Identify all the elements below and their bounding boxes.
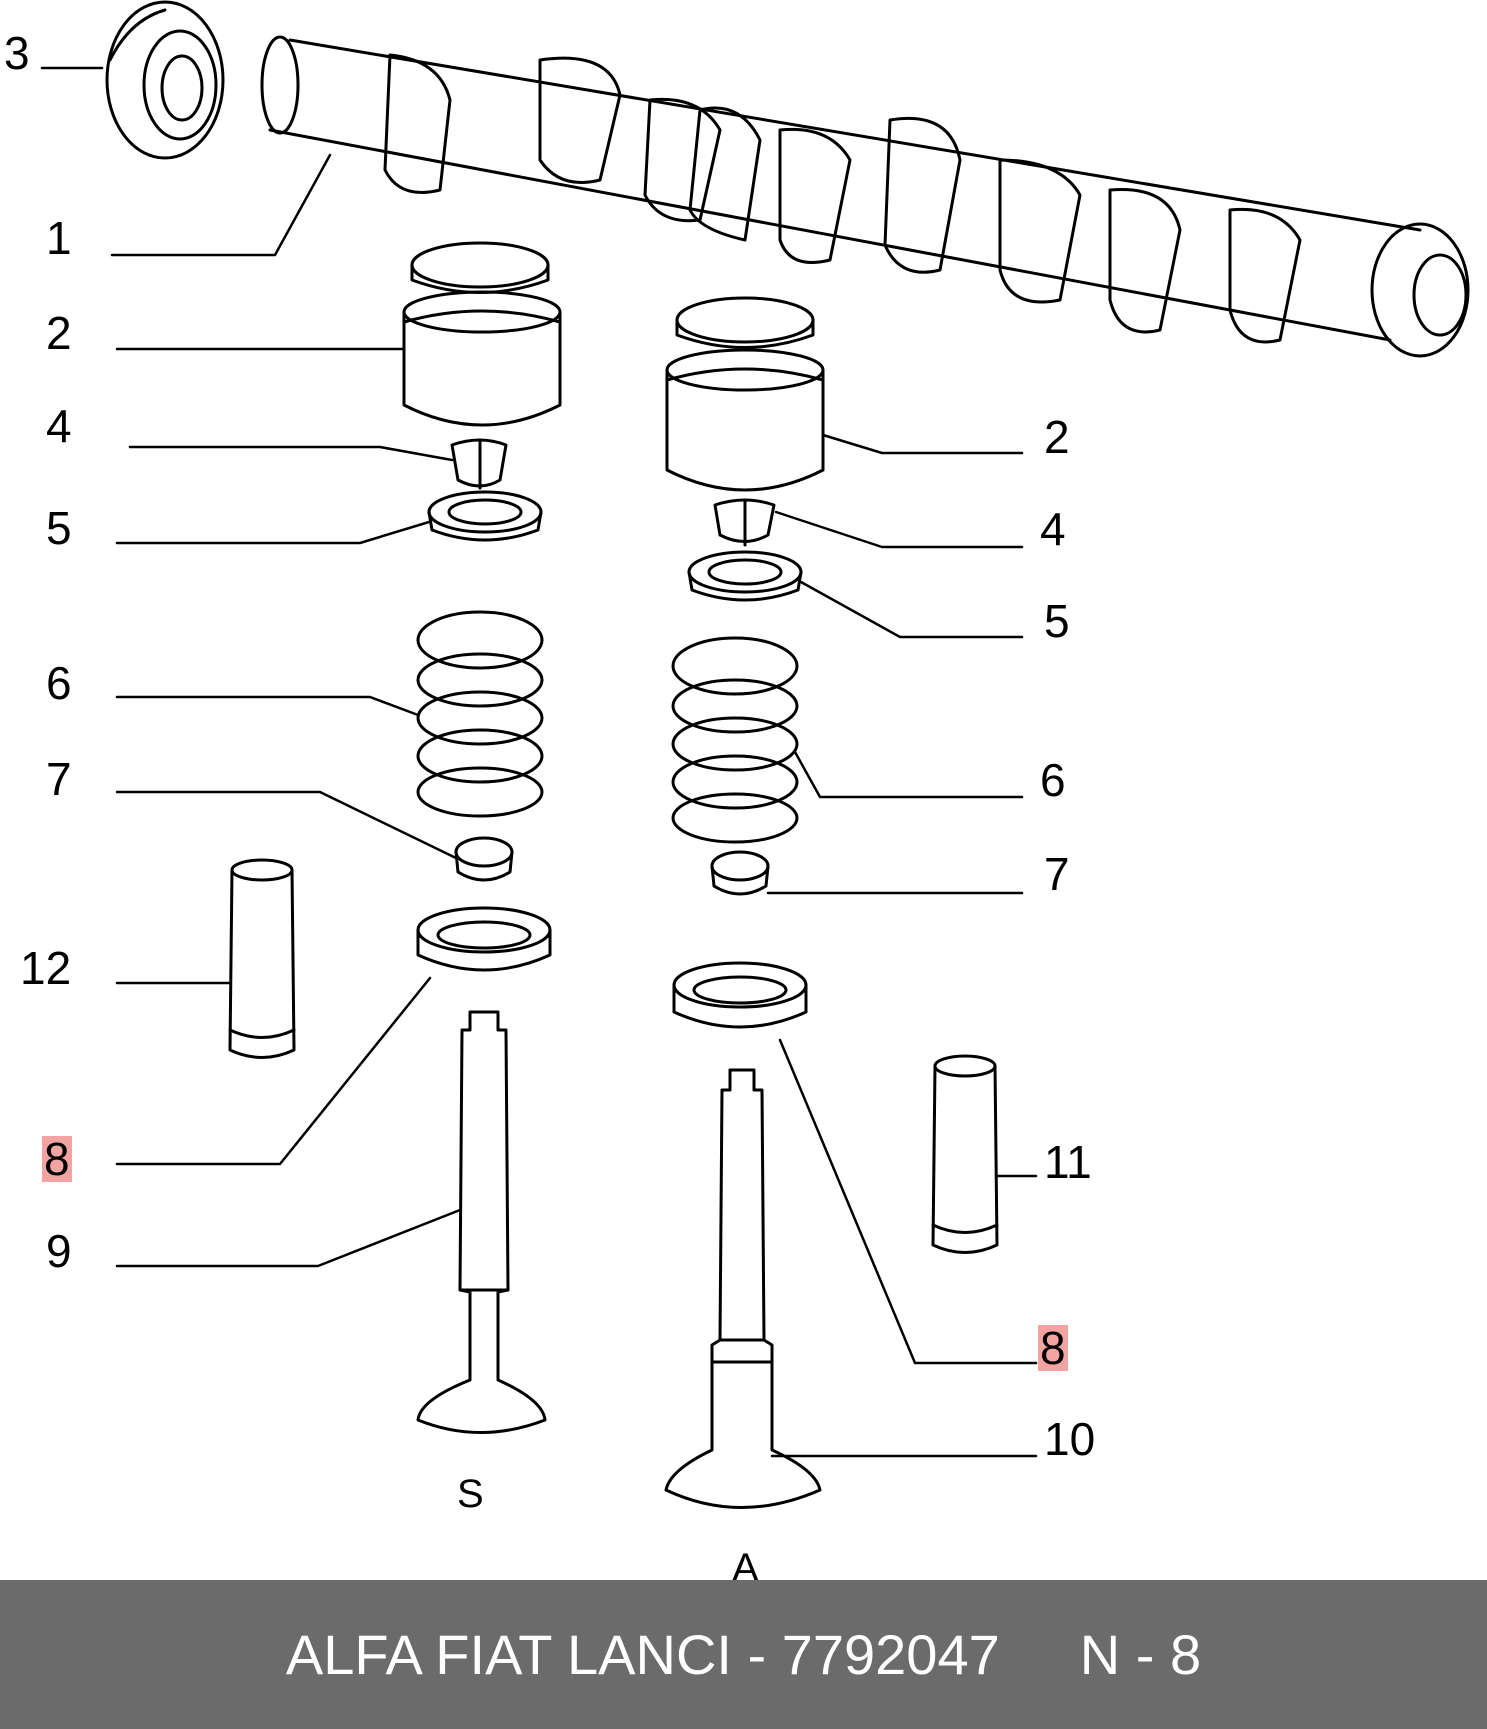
exhaust-valve-part-10: [664, 1068, 822, 1509]
callout-7-right: 7: [1044, 848, 1070, 900]
leader-lines: [40, 66, 1038, 1458]
valve-spring-right: [671, 636, 799, 844]
cotters-left: [450, 438, 508, 490]
valve-seat-right: [672, 961, 808, 1029]
camshaft-part-1: [260, 35, 1470, 358]
callout-5-left: 5: [46, 502, 72, 554]
valve-stem-seal-left: [454, 836, 514, 882]
callout-6-left: 6: [46, 657, 72, 709]
spring-retainer-right: [687, 550, 803, 602]
footer-part-number: ALFA FIAT LANCI - 7792047: [285, 1623, 1000, 1686]
callout-5-right: 5: [1044, 595, 1070, 647]
exploded-parts-diagram: [40, 0, 1470, 1509]
callout-2-right: 2: [1044, 411, 1070, 463]
valve-stem-seal-right: [710, 850, 770, 896]
callout-12: 12: [20, 942, 72, 994]
callout-10: 10: [1044, 1413, 1096, 1465]
cotters-right: [713, 498, 776, 547]
callout-8-right: 8: [1038, 1322, 1068, 1374]
callout-8-left: 8: [42, 1133, 72, 1185]
spring-retainer-left: [427, 490, 543, 542]
footer-reference: N - 8: [1079, 1623, 1202, 1686]
callout-4-left: 4: [46, 400, 72, 452]
callout-9: 9: [46, 1225, 72, 1277]
callout-1: 1: [46, 212, 72, 264]
valve-seat-left: [416, 906, 552, 972]
callout-4-right: 4: [1040, 503, 1066, 555]
valve-guide-part-12: [228, 858, 296, 1059]
callout-6-right: 6: [1040, 754, 1066, 806]
callout-7-left: 7: [46, 753, 72, 805]
intake-valve-label: S: [457, 1472, 484, 1516]
callout-3: 3: [4, 27, 30, 79]
callout-11: 11: [1044, 1136, 1092, 1188]
bucket-tappet-right: [665, 296, 825, 492]
valve-guide-part-11: [931, 1054, 999, 1254]
valve-spring-left: [416, 610, 544, 818]
oil-seal-part-3: [105, 0, 225, 160]
intake-valve-part-9: [416, 1010, 547, 1434]
callout-2-left: 2: [46, 307, 72, 359]
bucket-tappet-left: [402, 241, 562, 427]
footer-bar: ALFA FIAT LANCI - 7792047 N - 8: [0, 1580, 1487, 1729]
